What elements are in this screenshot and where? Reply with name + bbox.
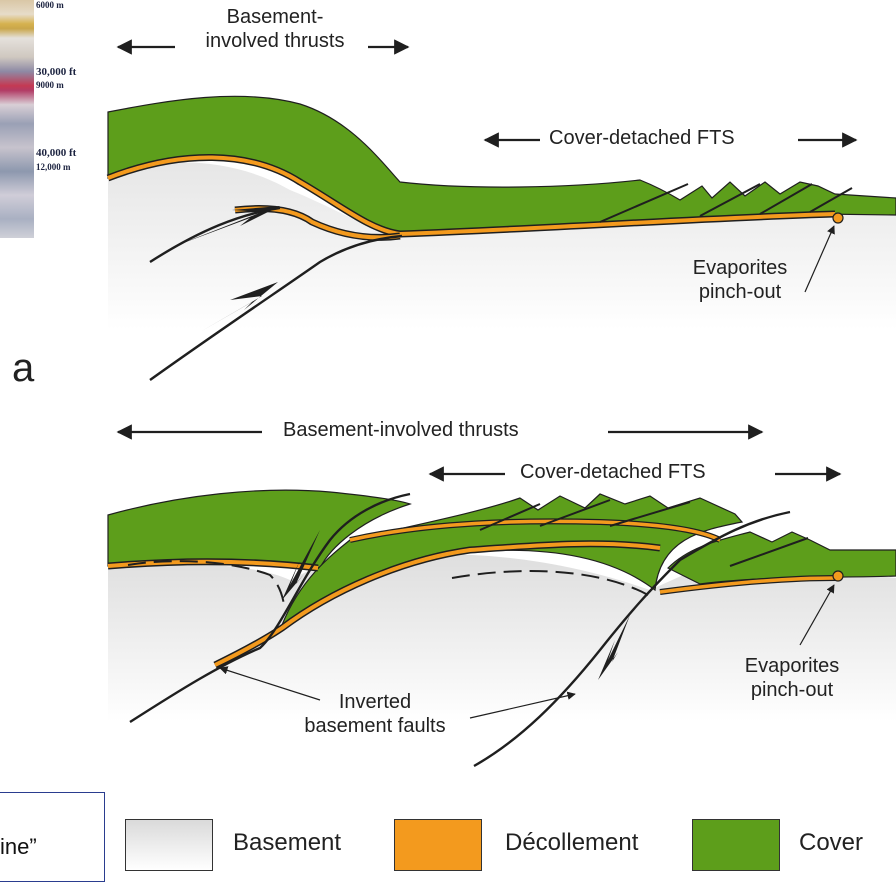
panel-b-fault-right	[473, 510, 791, 768]
panel-b-inverted-pointer-2	[469, 691, 576, 719]
panel-a-evaporites-dot	[832, 212, 844, 224]
panel-b-decollement-right-fill	[659, 576, 837, 594]
legend-label-basement: Basement	[233, 829, 342, 856]
panel-a	[106, 39, 896, 381]
panel-b-inverted-line1: Inverted	[338, 691, 412, 713]
panel-a-thrust-2	[149, 234, 403, 381]
panel-a-fts-thrust-3	[759, 183, 813, 215]
panel-b-evaporites-line1: Evaporites	[744, 655, 840, 677]
panel-b-decollement-upper-fill	[349, 519, 721, 542]
panel-b-inverted-pointer-1	[219, 666, 321, 701]
panel-b-evaporites-pointer	[799, 584, 835, 646]
panel-b-evaporites-label: Evaporites pinch-out	[712, 654, 872, 702]
panel-b-fault-left	[129, 492, 411, 724]
panel-a-slip-arrow-1	[170, 206, 280, 248]
panel-a-slip-arrow-2	[200, 282, 278, 332]
panel-b-slip-arrow-right	[598, 615, 630, 680]
panel-a-evaporites-line2: pinch-out	[698, 281, 782, 303]
panel-a-letter: a	[12, 346, 35, 390]
panel-a-basement-label: Basement- involved thrusts	[180, 5, 370, 53]
panel-b-inverted-label: Inverted basement faults	[280, 690, 470, 738]
panel-b-slip-arrow-left	[282, 530, 320, 600]
panel-b-fts-thrust-4	[729, 537, 809, 567]
depth-label-12000m: 12,000 m	[36, 162, 71, 172]
panel-a-cover-label: Cover-detached FTS	[549, 127, 735, 149]
legend-swatch-basement-fill	[125, 819, 213, 870]
panel-a-basement-label-line2: involved thrusts	[205, 30, 345, 52]
legend-label-cover: Cover	[799, 829, 864, 856]
depth-label-9000m: 9000 m	[36, 80, 64, 90]
panel-b-dashed-left	[127, 560, 285, 606]
panel-b-dashed-right	[451, 570, 651, 597]
panel-b-cover-label: Cover-detached FTS	[520, 461, 706, 483]
panel-a-basement	[108, 162, 896, 330]
panel-a-evaporites-pointer	[804, 225, 835, 293]
panel-a-evaporites-label: Evaporites pinch-out	[660, 256, 820, 304]
panel-a-fts-thrust-1	[599, 183, 689, 223]
panel-b-cover-right	[666, 531, 896, 585]
depth-label-30000ft: 30,000 ft	[36, 66, 77, 78]
panel-a-decollement-upper-fill	[107, 155, 836, 237]
legend-swatch-decollement	[394, 819, 482, 871]
panel-b-evaporites-line2: pinch-out	[750, 679, 834, 701]
panel-b-inverted-line2: basement faults	[304, 715, 446, 737]
panel-a-basement-label-line1: Basement-	[226, 6, 324, 28]
legend-swatch-cover	[692, 819, 780, 871]
panel-b-evaporites-dot	[832, 570, 844, 582]
panel-a-evaporites-line1: Evaporites	[692, 257, 788, 279]
panel-b-fts-thrust-3	[609, 501, 691, 527]
depth-label-6000m: 6000 m	[36, 0, 64, 10]
panel-b	[107, 424, 896, 768]
legend-swatch-basement	[125, 819, 213, 871]
panel-b-fts-thrust-1	[479, 503, 541, 531]
panel-a-fts-thrust-4	[809, 187, 853, 213]
note-text: ine”	[0, 834, 37, 859]
legend-label-decollement: Décollement	[505, 829, 639, 856]
panel-a-fts-thrust-2	[699, 183, 761, 217]
panel-b-fts-thrust-2	[539, 499, 611, 527]
depth-label-40000ft: 40,000 ft	[36, 147, 77, 159]
panel-b-basement-label: Basement-involved thrusts	[283, 419, 519, 441]
well-log-strip	[0, 0, 34, 238]
